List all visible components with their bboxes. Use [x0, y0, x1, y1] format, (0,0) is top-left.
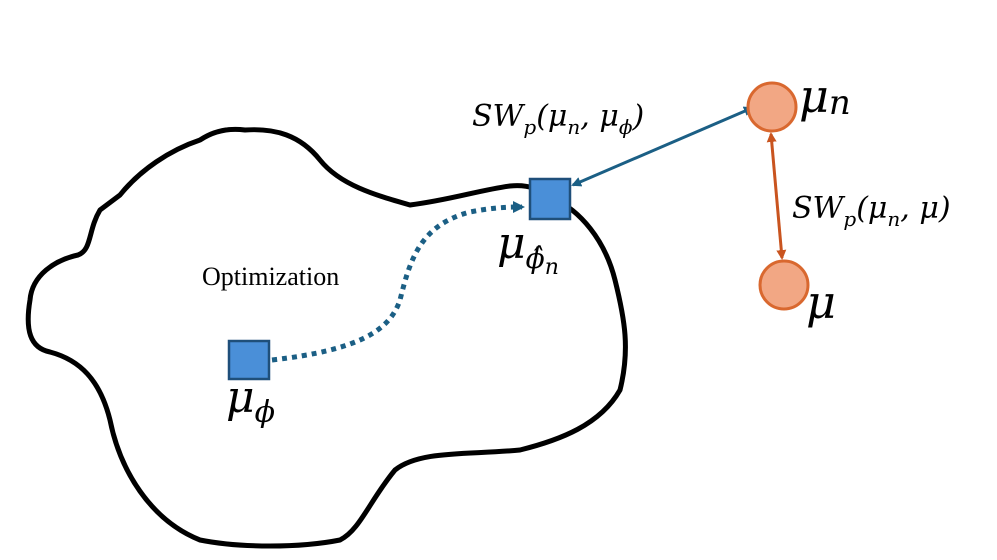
optimization-label: Optimization: [202, 262, 339, 291]
sw-empirical-label: SWp(μn, μ): [792, 191, 951, 231]
mu-node: [758, 259, 810, 311]
mu-phi-hat-node: [528, 177, 572, 221]
sw-estimate-label: SWp(μn, μϕ): [472, 99, 644, 139]
sw-estimate-arrow: [571, 106, 754, 187]
mu-label: μ: [806, 275, 836, 329]
optimization-path: [271, 201, 525, 363]
mu-n-label: μn: [799, 69, 851, 123]
sw-empirical-arrow: [766, 132, 787, 260]
model-family-outline: [25, 126, 628, 549]
mu-n-node: [746, 81, 798, 133]
mu-phi-node: [227, 339, 271, 381]
mu-phi-label: μϕ: [226, 372, 275, 430]
mu-phi-hat-label: μϕ̂n: [497, 218, 559, 280]
